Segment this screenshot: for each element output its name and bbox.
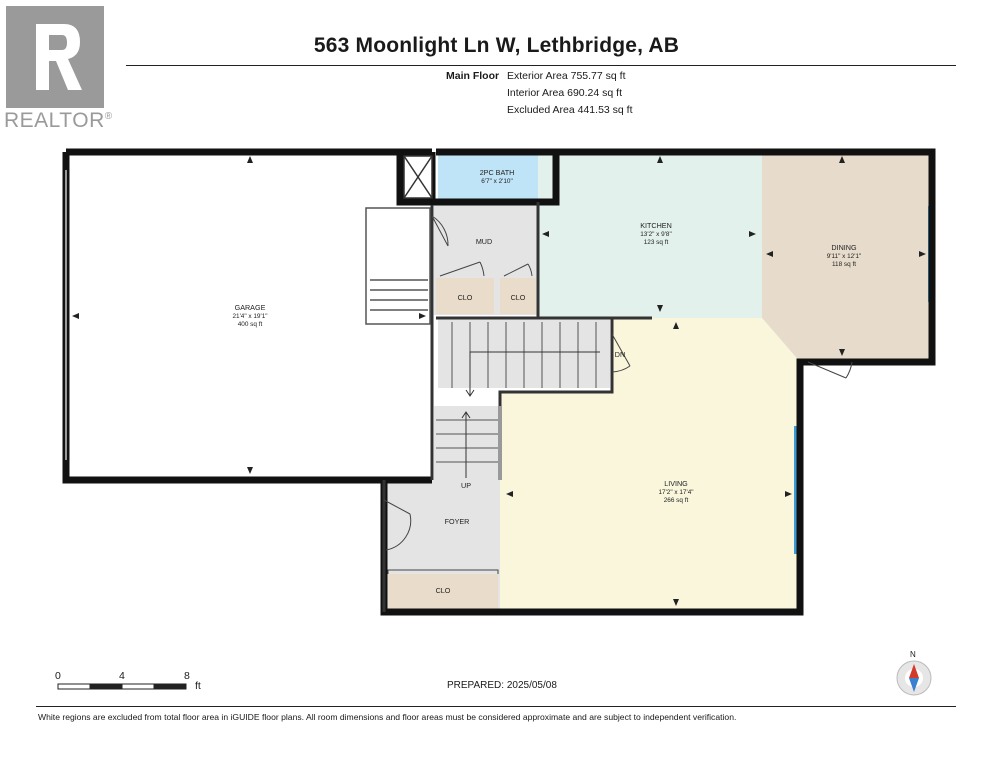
clo2-label: CLO bbox=[511, 293, 526, 302]
mud-label: MUD bbox=[476, 237, 492, 246]
doors bbox=[383, 215, 853, 574]
clo1-label: CLO bbox=[458, 293, 473, 302]
footer-divider bbox=[36, 706, 956, 707]
floor-name: Main Floor bbox=[446, 70, 500, 82]
scale-unit: ft bbox=[195, 680, 201, 692]
dimension-markers bbox=[72, 156, 926, 606]
scale-tick-4: 4 bbox=[119, 670, 125, 682]
living-fill bbox=[500, 318, 800, 612]
stairs-up-label: UP bbox=[461, 481, 471, 490]
dining-dims: 9'11" x 12'1" bbox=[827, 253, 862, 260]
exterior-steps bbox=[365, 207, 431, 325]
clo3-label: CLO bbox=[436, 586, 451, 595]
realtor-brand-text: REALTOR bbox=[4, 109, 105, 132]
scale-tick-0: 0 bbox=[55, 670, 61, 682]
scale-tick-8: 8 bbox=[184, 670, 190, 682]
kitchen-dims: 13'2" x 9'8" bbox=[640, 231, 672, 238]
realtor-wordmark: REALTOR® bbox=[4, 109, 113, 133]
interior-area: Interior Area 690.24 sq ft bbox=[507, 87, 622, 99]
stairs-upper bbox=[451, 322, 600, 397]
prepared-date: PREPARED: 2025/05/08 bbox=[447, 680, 557, 691]
kitchen-area: 123 sq ft bbox=[644, 239, 669, 246]
stairs-lower bbox=[436, 406, 502, 480]
scale-bar bbox=[57, 683, 187, 690]
exterior-area: Exterior Area 755.77 sq ft bbox=[507, 70, 626, 82]
stair-lower-fill bbox=[434, 406, 500, 480]
stairs-down-label: DN bbox=[615, 350, 625, 359]
dining-fill bbox=[762, 152, 932, 362]
bath-dims: 6'7" x 2'10" bbox=[481, 178, 513, 185]
garage-dims: 21'4" x 19'1" bbox=[232, 313, 267, 320]
excluded-area: Excluded Area 441.53 sq ft bbox=[507, 104, 633, 116]
dining-area: 118 sq ft bbox=[832, 261, 856, 268]
clo3-fill bbox=[388, 574, 498, 610]
compass-north-label: N bbox=[910, 650, 916, 659]
garage-area: 400 sq ft bbox=[238, 321, 263, 328]
living-area: 266 sq ft bbox=[664, 497, 689, 504]
page-title: 563 Moonlight Ln W, Lethbridge, AB bbox=[313, 34, 680, 57]
living-label: LIVING bbox=[664, 479, 688, 488]
dining-label: DINING bbox=[831, 243, 857, 252]
clo2-fill bbox=[500, 278, 536, 314]
clo1-fill bbox=[436, 278, 494, 314]
bath-fill bbox=[438, 152, 556, 202]
registered-mark: ® bbox=[104, 111, 113, 122]
compass-icon bbox=[896, 660, 932, 696]
chase-icon bbox=[403, 155, 433, 199]
foyer-label: FOYER bbox=[445, 517, 470, 526]
kitchen-label: KITCHEN bbox=[640, 221, 672, 230]
living-dims: 17'2" x 17'4" bbox=[658, 489, 693, 496]
bath-label: 2PC BATH bbox=[480, 168, 515, 177]
kitchen-fill bbox=[538, 152, 762, 318]
disclaimer: White regions are excluded from total fl… bbox=[38, 712, 737, 722]
garage-label: GARAGE bbox=[235, 303, 266, 312]
title-divider bbox=[126, 65, 956, 66]
realtor-logo-icon bbox=[6, 6, 104, 108]
